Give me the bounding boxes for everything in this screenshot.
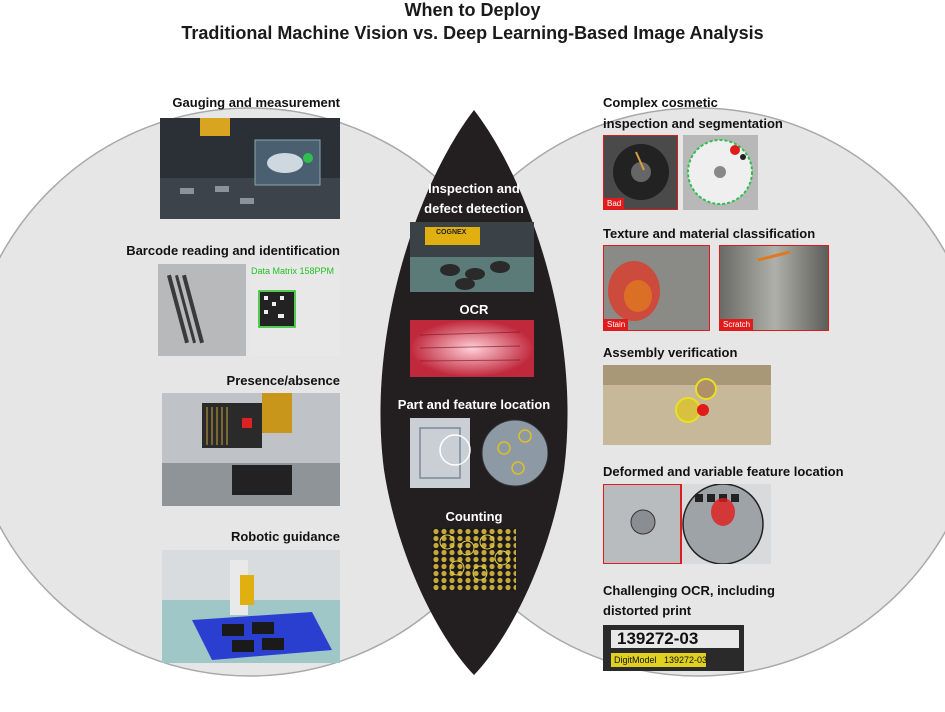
label-deformed: Deformed and variable feature location [603,464,844,479]
ocr-bottom-label: DigitModel [614,655,657,665]
barcode-image: Data Matrix 158PPM [158,264,340,356]
stain-tag: Stain [604,319,629,330]
assembly-image [603,365,771,445]
label-cosmetic-line2: inspection and segmentation [603,116,783,131]
deformed-image [603,484,771,564]
label-challenging-ocr-line1: Challenging OCR, including [603,583,775,598]
label-robotic: Robotic guidance [230,529,340,544]
counting-image [432,528,516,591]
presence-image [162,393,340,506]
challenging-ocr-image: 139272-03 DigitModel 139272-03 [603,625,744,671]
gauging-image [160,118,340,219]
label-inspection-line2: defect detection [424,201,524,216]
cosmetic-bad-image: Bad [603,135,678,210]
robotic-image [162,550,340,663]
inspection-image: COGNEX [410,222,534,292]
label-inspection-line1: Inspection and [428,181,520,196]
scratch-tag: Scratch [720,319,754,330]
diagram-title-line2: Traditional Machine Vision vs. Deep Lear… [181,23,764,43]
ocr-image [410,320,534,377]
label-assembly: Assembly verification [603,345,738,360]
ocr-top-text: 139272-03 [617,629,699,648]
label-gauging: Gauging and measurement [172,95,340,110]
texture-stain-image: Stain [603,245,710,331]
part-location-image [410,418,548,488]
label-texture: Texture and material classification [603,226,816,241]
bad-tag: Bad [604,198,625,209]
label-part-location: Part and feature location [397,397,551,412]
diagram-title-line1: When to Deploy [404,0,541,20]
label-counting: Counting [445,509,503,524]
barcode-readout: Data Matrix 158PPM [251,266,335,276]
label-challenging-ocr-line2: distorted print [603,603,692,618]
label-ocr: OCR [459,302,489,317]
label-cosmetic-line1: Complex cosmetic [603,95,718,110]
cognex-logo-text: COGNEX [436,229,467,236]
texture-scratch-image: Scratch [719,245,829,331]
label-barcode: Barcode reading and identification [126,243,340,258]
ocr-bottom-value: 139272-03 [664,655,708,665]
cosmetic-dial-image [683,135,758,210]
label-presence: Presence/absence [226,373,340,388]
